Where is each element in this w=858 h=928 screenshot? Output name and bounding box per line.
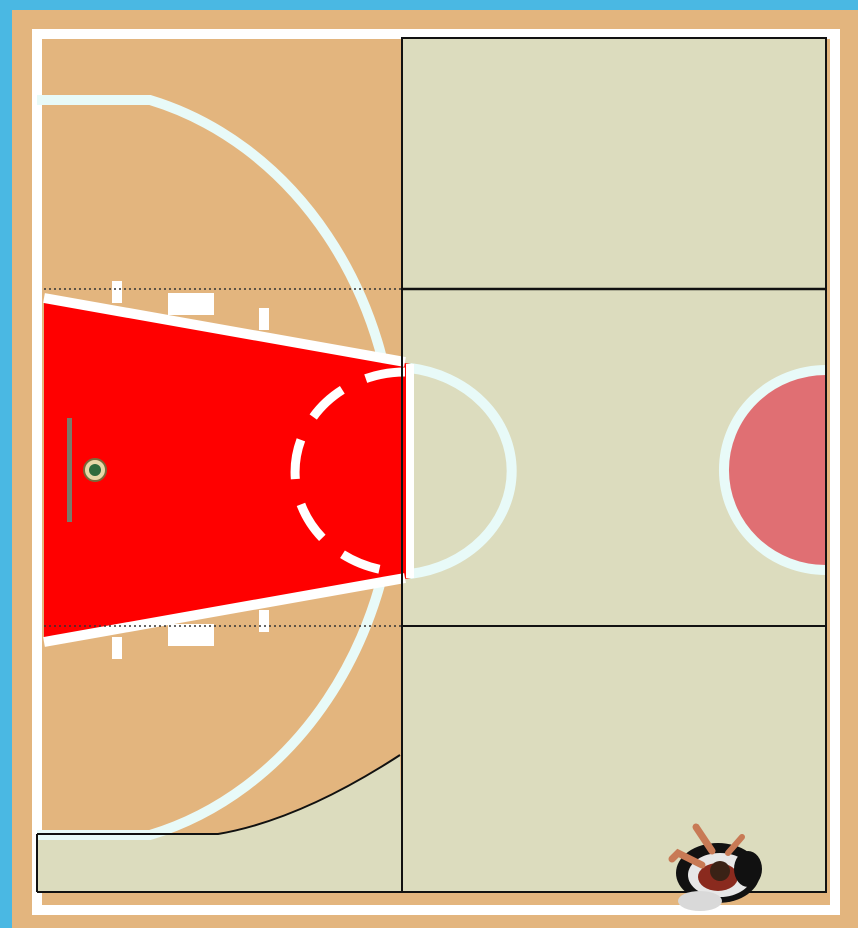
hash-mark [259,308,269,330]
block-mark [168,624,214,646]
rim-center [89,464,101,476]
block-mark [168,293,214,315]
hash-mark [112,637,122,659]
hash-mark [112,281,122,303]
backboard [67,418,72,522]
hash-mark [259,610,269,632]
